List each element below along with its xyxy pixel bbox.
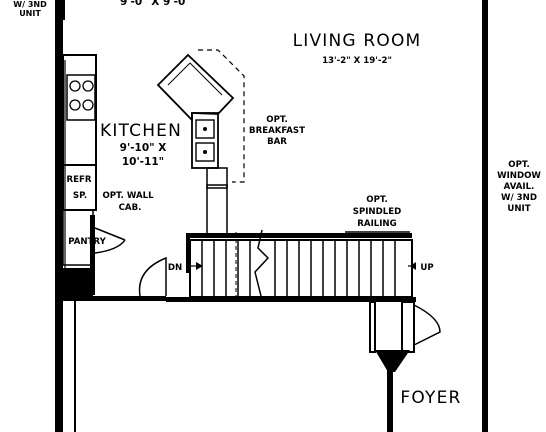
pantry-area: [62, 209, 94, 266]
top-dimensions: 9'-0" X 9'-0": [120, 0, 191, 8]
pantry-block: [63, 268, 93, 301]
kitchen-dimensions-line2: 10'-11": [122, 156, 164, 168]
staircase: [186, 229, 416, 301]
foyer-label: FOYER: [400, 388, 461, 408]
breakfast-bar-label-line1: OPT.: [266, 115, 287, 125]
stair-down-label: DN: [168, 263, 182, 273]
breakfast-bar-label-line2: BREAKFAST: [249, 126, 305, 136]
opt-breakfast-bar-outline: [198, 49, 245, 183]
refr-label-line2: SP.: [73, 191, 87, 201]
window-label-line4: W/ 3ND: [501, 193, 537, 203]
corner-label-line1: W/ 3ND: [13, 0, 47, 9]
kitchen-dimensions-line1: 9'-10" X: [120, 142, 167, 154]
kitchen-bottom-wall: [63, 296, 166, 301]
refrigerator-space: [62, 164, 97, 211]
basement-door: [138, 256, 167, 297]
kitchen-label: KITCHEN: [100, 121, 182, 141]
burner-icon: [82, 99, 94, 111]
breakfast-bar-label-line3: BAR: [267, 137, 287, 147]
kitchen-counter: [62, 54, 97, 266]
walls: [55, 0, 488, 432]
wall-cab-label-line1: OPT. WALL: [102, 191, 154, 201]
wall-cab-label-line2: CAB.: [119, 203, 142, 213]
foyer-wall: [387, 350, 393, 432]
sink-basin-icon: [195, 119, 215, 139]
doors: [94, 227, 441, 346]
breakfast-bar-counter: [156, 53, 235, 123]
closet-door: [413, 304, 441, 346]
window-label-line1: OPT.: [508, 160, 529, 170]
arrow-left-icon: [410, 262, 416, 270]
pantry-door: [94, 227, 126, 241]
railing-label-line2: SPINDLED: [353, 207, 402, 217]
window-label-line2: WINDOW: [497, 171, 541, 181]
window-label-line5: UNIT: [507, 204, 530, 214]
refr-label-line1: REFR: [67, 175, 92, 185]
left-exterior-wall: [55, 0, 63, 432]
pantry-label: PANTRY: [68, 237, 106, 247]
corner-label-line2: UNIT: [19, 9, 41, 18]
kitchen-island: [156, 49, 245, 189]
burner-icon: [82, 80, 94, 92]
stair-treads: [201, 240, 396, 297]
range: [66, 74, 96, 121]
stair-up-label: UP: [420, 263, 433, 273]
stair-bottom-wall: [166, 297, 416, 302]
burner-icon: [69, 80, 81, 92]
living-room-label: LIVING ROOM: [293, 31, 422, 51]
window-label-line3: AVAIL.: [504, 182, 535, 192]
stair-top-wall: [186, 233, 412, 238]
railing-label-line3: RAILING: [357, 219, 396, 229]
stair-break-icon: [254, 229, 270, 301]
sink-basin-icon: [195, 142, 215, 162]
burner-icon: [69, 99, 81, 111]
bar-column: [206, 184, 228, 236]
living-room-dimensions: 13'-2" X 19'-2": [322, 56, 392, 66]
arrow-right-icon: [196, 262, 203, 270]
railing-label-line1: OPT.: [366, 195, 387, 205]
labels: W/ 3ND UNIT 9'-0" X 9'-0" LIVING ROOM 13…: [13, 0, 541, 408]
right-exterior-wall: [482, 0, 488, 432]
